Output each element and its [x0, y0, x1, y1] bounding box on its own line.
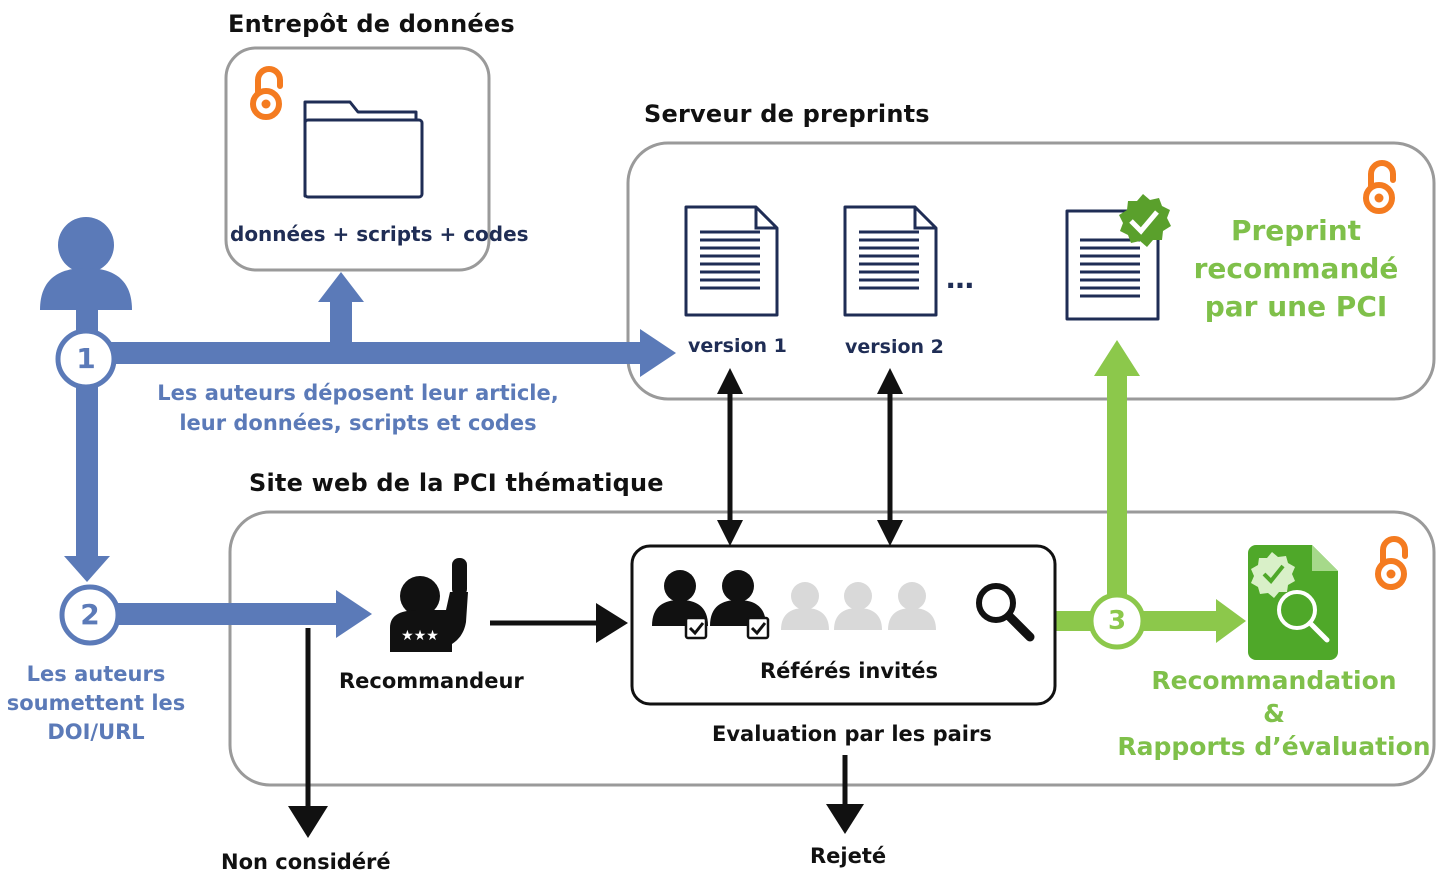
search-icon	[976, 583, 1035, 642]
ellipsis-label: …	[946, 262, 974, 295]
recommended-line: recommandé	[1193, 252, 1399, 285]
pci-site-title: Site web de la PCI thématique	[249, 469, 664, 497]
step-1-caption: Les auteurs déposent leur article, leur …	[148, 378, 568, 438]
caption-line: leur données, scripts et codes	[179, 411, 537, 435]
recommendation-output-label: Recommandation & Rapports d’évaluation	[1116, 664, 1432, 763]
step-3-number: 3	[1107, 606, 1127, 636]
recommender-icon: ★★★	[390, 558, 468, 652]
recommender-label: Recommandeur	[339, 669, 524, 693]
not-considered-label: Non considéré	[221, 850, 391, 874]
author-icon	[40, 217, 132, 310]
document-icon	[843, 205, 938, 317]
rejected-label: Rejeté	[810, 844, 887, 868]
preprint-server-title: Serveur de preprints	[644, 100, 930, 128]
data-warehouse-title: Entrepôt de données	[228, 10, 515, 38]
rejected-arrow	[826, 755, 864, 834]
review-link-arrows	[717, 368, 903, 546]
step-1-badge	[55, 328, 117, 390]
green-flow-arrows	[1056, 340, 1246, 650]
svg-text:★★★: ★★★	[401, 628, 439, 644]
data-warehouse-contents: données + scripts + codes	[230, 222, 529, 246]
report-icon	[1248, 545, 1338, 660]
preprint-server-box	[626, 141, 1436, 401]
caption-line: soumettent les	[6, 691, 186, 715]
version-2-label: version 2	[845, 336, 944, 358]
step-1-number: 1	[76, 342, 96, 375]
recommended-line: Preprint	[1230, 214, 1362, 247]
step-2-number: 2	[80, 598, 100, 631]
caption-line: Les auteurs déposent leur article,	[157, 381, 559, 405]
output-line: Rapports d’évaluation	[1117, 732, 1431, 761]
check-box-icon	[746, 616, 770, 640]
folder-icon	[303, 100, 424, 199]
recommender-to-review-arrow	[490, 603, 628, 643]
caption-line: Les auteurs	[26, 662, 166, 686]
version-1-label: version 1	[688, 335, 787, 357]
recommended-line: par une PCI	[1204, 290, 1388, 323]
output-line: Recommandation	[1151, 666, 1397, 695]
output-line: &	[1263, 699, 1285, 728]
recommended-preprint-label: Preprint recommandé par une PCI	[1176, 212, 1416, 326]
caption-line: DOI/URL	[47, 720, 145, 744]
verified-badge-icon	[1119, 194, 1171, 247]
invited-referees-label: Référés invités	[760, 659, 939, 683]
document-icon	[684, 205, 779, 317]
step-2-caption: Les auteurs soumettent les DOI/URL	[0, 660, 192, 747]
non-considered-arrow	[288, 628, 328, 838]
peer-review-label: Evaluation par les pairs	[712, 722, 992, 746]
step-2-badge	[59, 584, 121, 646]
check-box-icon	[684, 616, 708, 640]
